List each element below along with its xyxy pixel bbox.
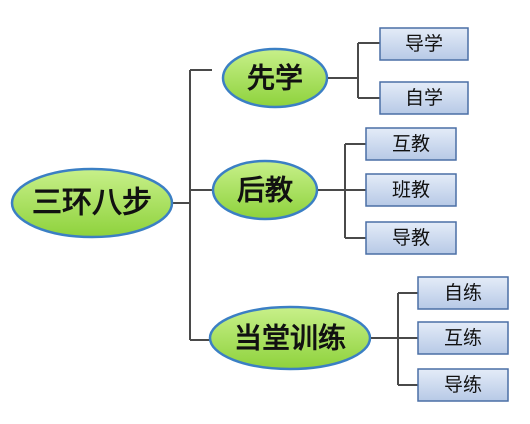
branch-node-1: 先学 xyxy=(221,47,329,109)
leaf-node-2-2: 班教 xyxy=(365,173,457,207)
leaf-node-2-3: 导教 xyxy=(365,221,457,255)
leaf-node-3-2: 互练 xyxy=(417,321,509,355)
leaf-node-3-3: 导练 xyxy=(417,368,509,402)
branch-node-1-label: 先学 xyxy=(247,62,303,95)
leaf-node-3-1: 自练 xyxy=(417,276,509,310)
root-node: 三环八步 xyxy=(10,167,174,239)
leaf-node-3-3-label: 导练 xyxy=(444,374,482,396)
branch-node-3: 当堂训练 xyxy=(208,305,372,371)
branch-3-connector xyxy=(371,292,418,386)
leaf-node-2-3-label: 导教 xyxy=(392,227,430,249)
leaf-node-2-2-label: 班教 xyxy=(392,179,430,201)
root-connector xyxy=(172,69,212,341)
leaf-node-1-1: 导学 xyxy=(379,27,469,61)
branch-2-connector xyxy=(318,143,366,239)
branch-node-3-label: 当堂训练 xyxy=(234,322,346,355)
leaf-node-1-2-label: 自学 xyxy=(405,87,443,109)
leaf-node-2-1: 互教 xyxy=(365,127,457,161)
root-node-label: 三环八步 xyxy=(32,186,152,221)
leaf-node-2-1-label: 互教 xyxy=(392,133,430,155)
leaf-node-3-1-label: 自练 xyxy=(444,282,482,304)
branch-node-2: 后教 xyxy=(211,159,319,221)
leaf-node-3-2-label: 互练 xyxy=(444,327,482,349)
branch-1-connector xyxy=(328,42,380,99)
leaf-node-1-1-label: 导学 xyxy=(405,33,443,55)
leaf-node-1-2: 自学 xyxy=(379,81,469,115)
branch-node-2-label: 后教 xyxy=(237,174,293,207)
